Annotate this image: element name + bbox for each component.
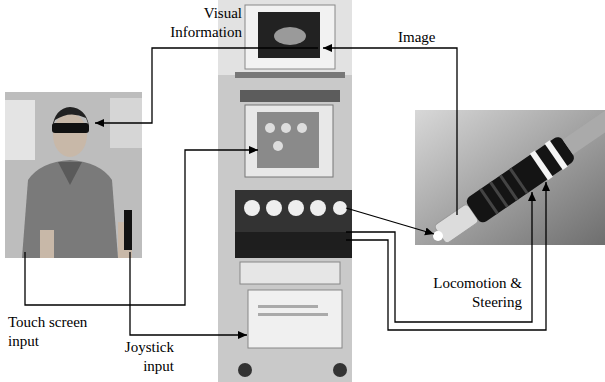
tip-line xyxy=(346,208,434,234)
endoscope-photo xyxy=(415,100,605,248)
signal-lines xyxy=(25,48,546,335)
touch-label: Touch screen input xyxy=(8,313,100,351)
joystick xyxy=(124,210,132,250)
rack-shelf xyxy=(235,72,345,78)
touch-panel xyxy=(257,112,319,168)
gauge xyxy=(244,200,260,216)
monitor-screen xyxy=(258,12,320,58)
wheel xyxy=(333,363,347,377)
image-label: Image xyxy=(398,28,448,47)
operator-photo xyxy=(5,92,142,258)
visual-line xyxy=(95,48,318,123)
button xyxy=(265,123,275,133)
tail xyxy=(563,110,605,155)
gauge xyxy=(310,200,326,216)
locomotion-line xyxy=(346,192,532,322)
button xyxy=(297,123,307,133)
goggles xyxy=(52,123,89,133)
touch-line xyxy=(25,150,258,305)
wheel xyxy=(238,363,252,377)
image-line xyxy=(323,48,457,215)
device xyxy=(240,262,340,284)
endoscope-view xyxy=(274,27,306,45)
joystick-line xyxy=(130,252,247,335)
head xyxy=(53,113,87,157)
endoscope-body xyxy=(464,135,576,225)
touch-screen xyxy=(245,105,333,177)
button xyxy=(281,123,291,133)
rib xyxy=(509,168,528,194)
photo-ground xyxy=(5,92,142,258)
gauge xyxy=(288,200,304,216)
scrubs xyxy=(22,160,118,258)
photo-ground xyxy=(415,110,605,245)
band xyxy=(530,150,553,180)
gauge xyxy=(266,200,282,216)
band xyxy=(545,140,568,170)
control-box xyxy=(248,290,342,348)
control-box-marking xyxy=(258,313,328,316)
hand xyxy=(40,230,54,258)
valve-panel xyxy=(235,232,352,258)
shelf xyxy=(5,100,35,160)
control-box-marking xyxy=(258,305,318,308)
collar xyxy=(58,162,82,185)
steering-line xyxy=(346,182,546,330)
tip-light xyxy=(433,231,443,241)
gauge xyxy=(333,201,347,215)
locomotion-label: Locomotion & Steering xyxy=(404,274,522,312)
gauge-panel xyxy=(235,190,352,232)
device xyxy=(240,90,340,102)
rack-photo xyxy=(218,0,352,382)
visual-label: Visual Information xyxy=(140,4,242,42)
button xyxy=(273,141,283,151)
joystick-label: Joystick input xyxy=(110,338,174,376)
monitor xyxy=(245,5,335,69)
photo-ground xyxy=(218,0,352,382)
